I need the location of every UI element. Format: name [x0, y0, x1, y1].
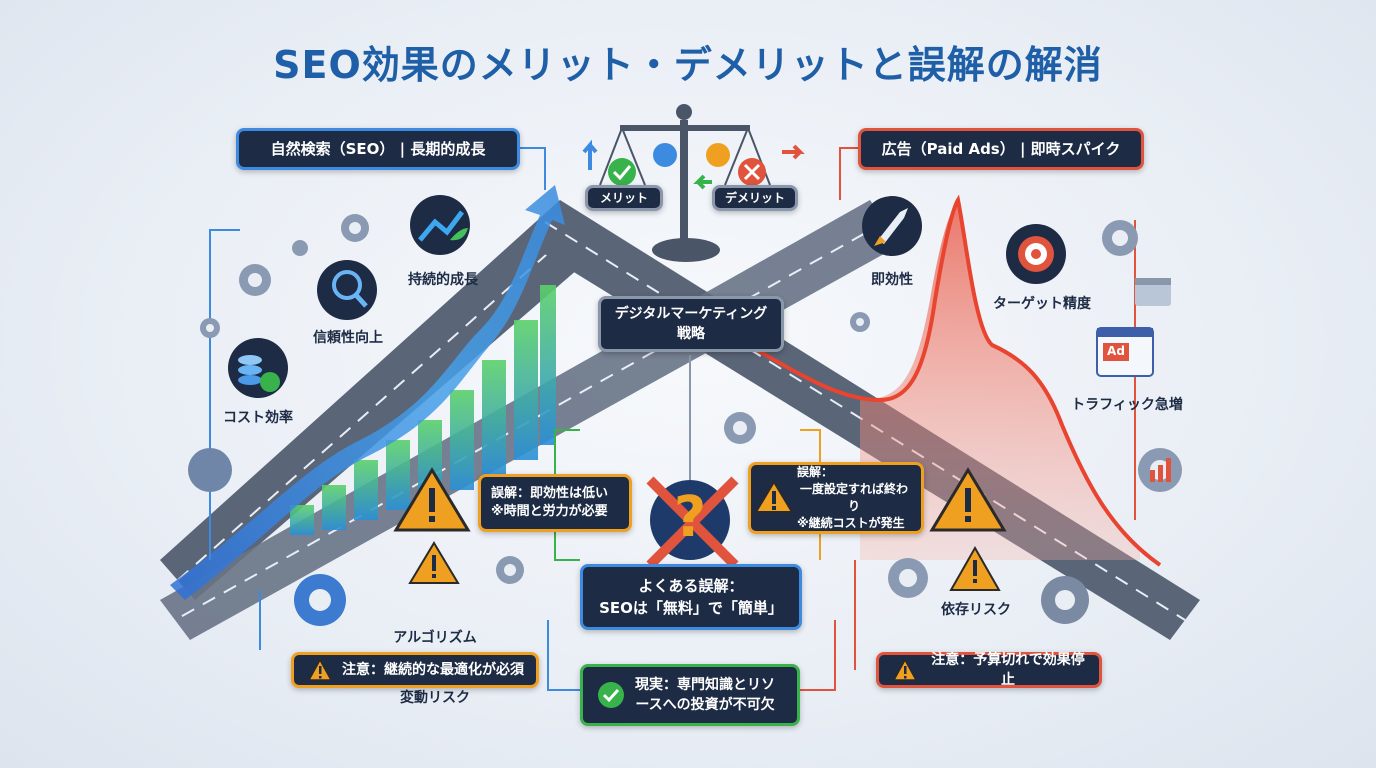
- traffic-label: トラフィック急増: [1071, 397, 1183, 413]
- targeting-label: ターゲット精度: [993, 296, 1091, 312]
- ad-curve: [719, 194, 1162, 567]
- rocket-icon: [862, 196, 922, 256]
- ads-misconception-line3: ※継続コストが発生: [797, 516, 905, 530]
- browser-icon: [1135, 278, 1171, 306]
- merit-label: メリット: [585, 185, 663, 211]
- warning-icon: [756, 480, 794, 513]
- ads-caution-text: 注意：予算切れで効果停止: [931, 652, 1085, 688]
- ad-spike: [860, 200, 1140, 560]
- gear-icon: [188, 143, 1182, 626]
- algorithm-line2: 変動リスク: [400, 690, 470, 706]
- bar-chart-icon: [1150, 458, 1171, 482]
- warning-icon: [393, 467, 1007, 591]
- ads-caution-box: 注意：予算切れで効果停止: [876, 652, 1102, 688]
- demerit-label: デメリット: [712, 185, 798, 211]
- dependency-label: 依存リスク: [941, 602, 1011, 618]
- people-search-icon: [317, 260, 377, 320]
- strategy-line2: 戦略: [677, 326, 705, 342]
- seo-caution-text: 注意：継続的な最適化が必須: [342, 662, 524, 678]
- algorithm-label: アルゴリズム 変動リスク: [380, 588, 490, 748]
- ad-icon-label: Ad: [1107, 344, 1125, 358]
- growth-bars: [290, 285, 556, 535]
- immediacy-label: 即効性: [871, 272, 913, 288]
- question-icon: [646, 476, 739, 569]
- strategy-line1: デジタルマーケティング: [614, 306, 768, 322]
- ads-header: 広告（Paid Ads） | 即時スパイク: [858, 128, 1144, 170]
- common-misconception-box: よくある誤解： SEOは「無料」で「簡単」: [580, 564, 802, 630]
- reality-line2: ースへの投資が不可欠: [635, 697, 775, 713]
- seo-caution-box: 注意：継続的な最適化が必須: [291, 652, 539, 688]
- arrow-icons: [582, 139, 805, 190]
- trust-label: 信頼性向上: [313, 330, 383, 346]
- seo-header: 自然検索（SEO） | 長期的成長: [236, 128, 520, 170]
- growth-label: 持続的成長: [408, 272, 478, 288]
- ad-window-icon: [1096, 327, 1154, 377]
- trend-up-icon: [410, 195, 470, 255]
- common-misconception-line1: よくある誤解：: [638, 577, 744, 595]
- ads-misconception-line2: 一度設定すれば終わり: [799, 482, 908, 513]
- coin-stack-icon: [228, 338, 288, 398]
- question-mark: ?: [673, 485, 707, 550]
- seo-misconception-line2: ※時間と労力が必要: [491, 504, 608, 519]
- common-misconception-line2: SEOは「無料」で「簡単」: [599, 599, 783, 617]
- seo-misconception-line1: 誤解：即効性は低い: [491, 486, 609, 501]
- check-icon: [598, 682, 624, 708]
- strategy-box: デジタルマーケティング 戦略: [598, 296, 784, 352]
- reality-text: 現実：専門知識とリソ ースへの投資が不可欠: [635, 675, 775, 715]
- page-title: SEO効果のメリット・デメリットと誤解の解消: [273, 43, 1103, 87]
- reality-box: 現実：専門知識とリソ ースへの投資が不可欠: [580, 664, 800, 726]
- warning-icon: [893, 659, 917, 681]
- algorithm-line1: アルゴリズム: [393, 630, 477, 646]
- reality-line1: 現実：専門知識とリソ: [635, 677, 775, 693]
- ads-misconception-line1: 誤解：: [797, 465, 834, 479]
- target-icon: [1006, 224, 1066, 284]
- seo-misconception-box: 誤解：即効性は低い ※時間と労力が必要: [478, 474, 632, 532]
- warning-icon: [308, 659, 332, 681]
- cost-label: コスト効率: [223, 410, 293, 426]
- scale-icon: [599, 104, 771, 262]
